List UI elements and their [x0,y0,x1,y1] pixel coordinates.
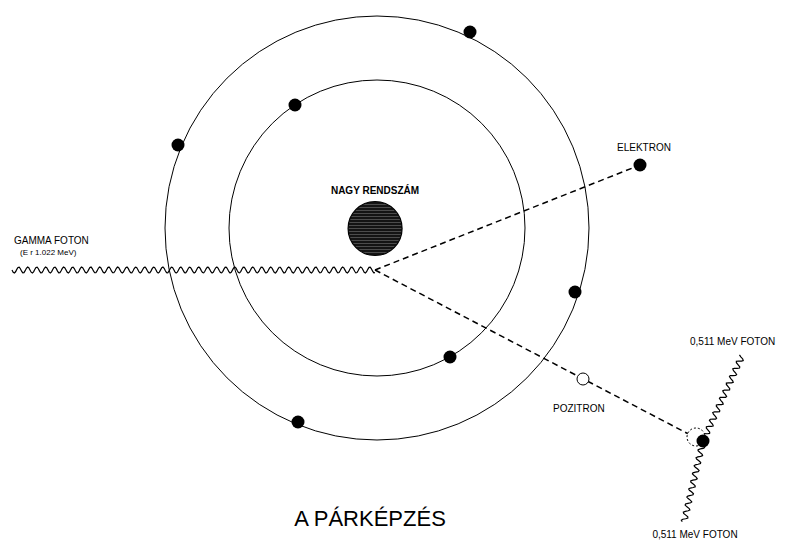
energy-note: (E r 1.022 MeV) [20,248,76,257]
diagram-caption: A PÁRKÉPZÉS [294,506,446,531]
orbital-electron [464,26,477,39]
outer-orbit [165,16,589,440]
orbital-electron [569,286,582,299]
annihilation-photon-wave [703,355,743,441]
annihilation-electron [697,435,710,448]
orbital-electron [292,416,305,429]
created-electron [634,159,647,172]
photon-label: GAMMA FOTON [14,235,89,247]
photon-label: 0,511 MeV FOTON [690,336,775,348]
nucleus-label: NAGY RENDSZÁM [327,185,423,197]
positron [577,373,589,385]
orbital-electron [444,351,457,364]
particle-label: ELEKTRON [617,142,671,154]
gamma-wave [12,267,375,273]
orbital-electron [289,99,302,112]
particle-label: POZITRON [553,403,605,415]
nucleus: NAGY RENDSZÁM [327,185,423,258]
orbital-electron [172,139,185,152]
electron-track [375,165,640,270]
positron-track [375,270,700,440]
annihilation-photon-wave [681,441,704,522]
photon-label: 0,511 MeV FOTON [652,529,737,541]
nucleus-circle [348,201,402,255]
